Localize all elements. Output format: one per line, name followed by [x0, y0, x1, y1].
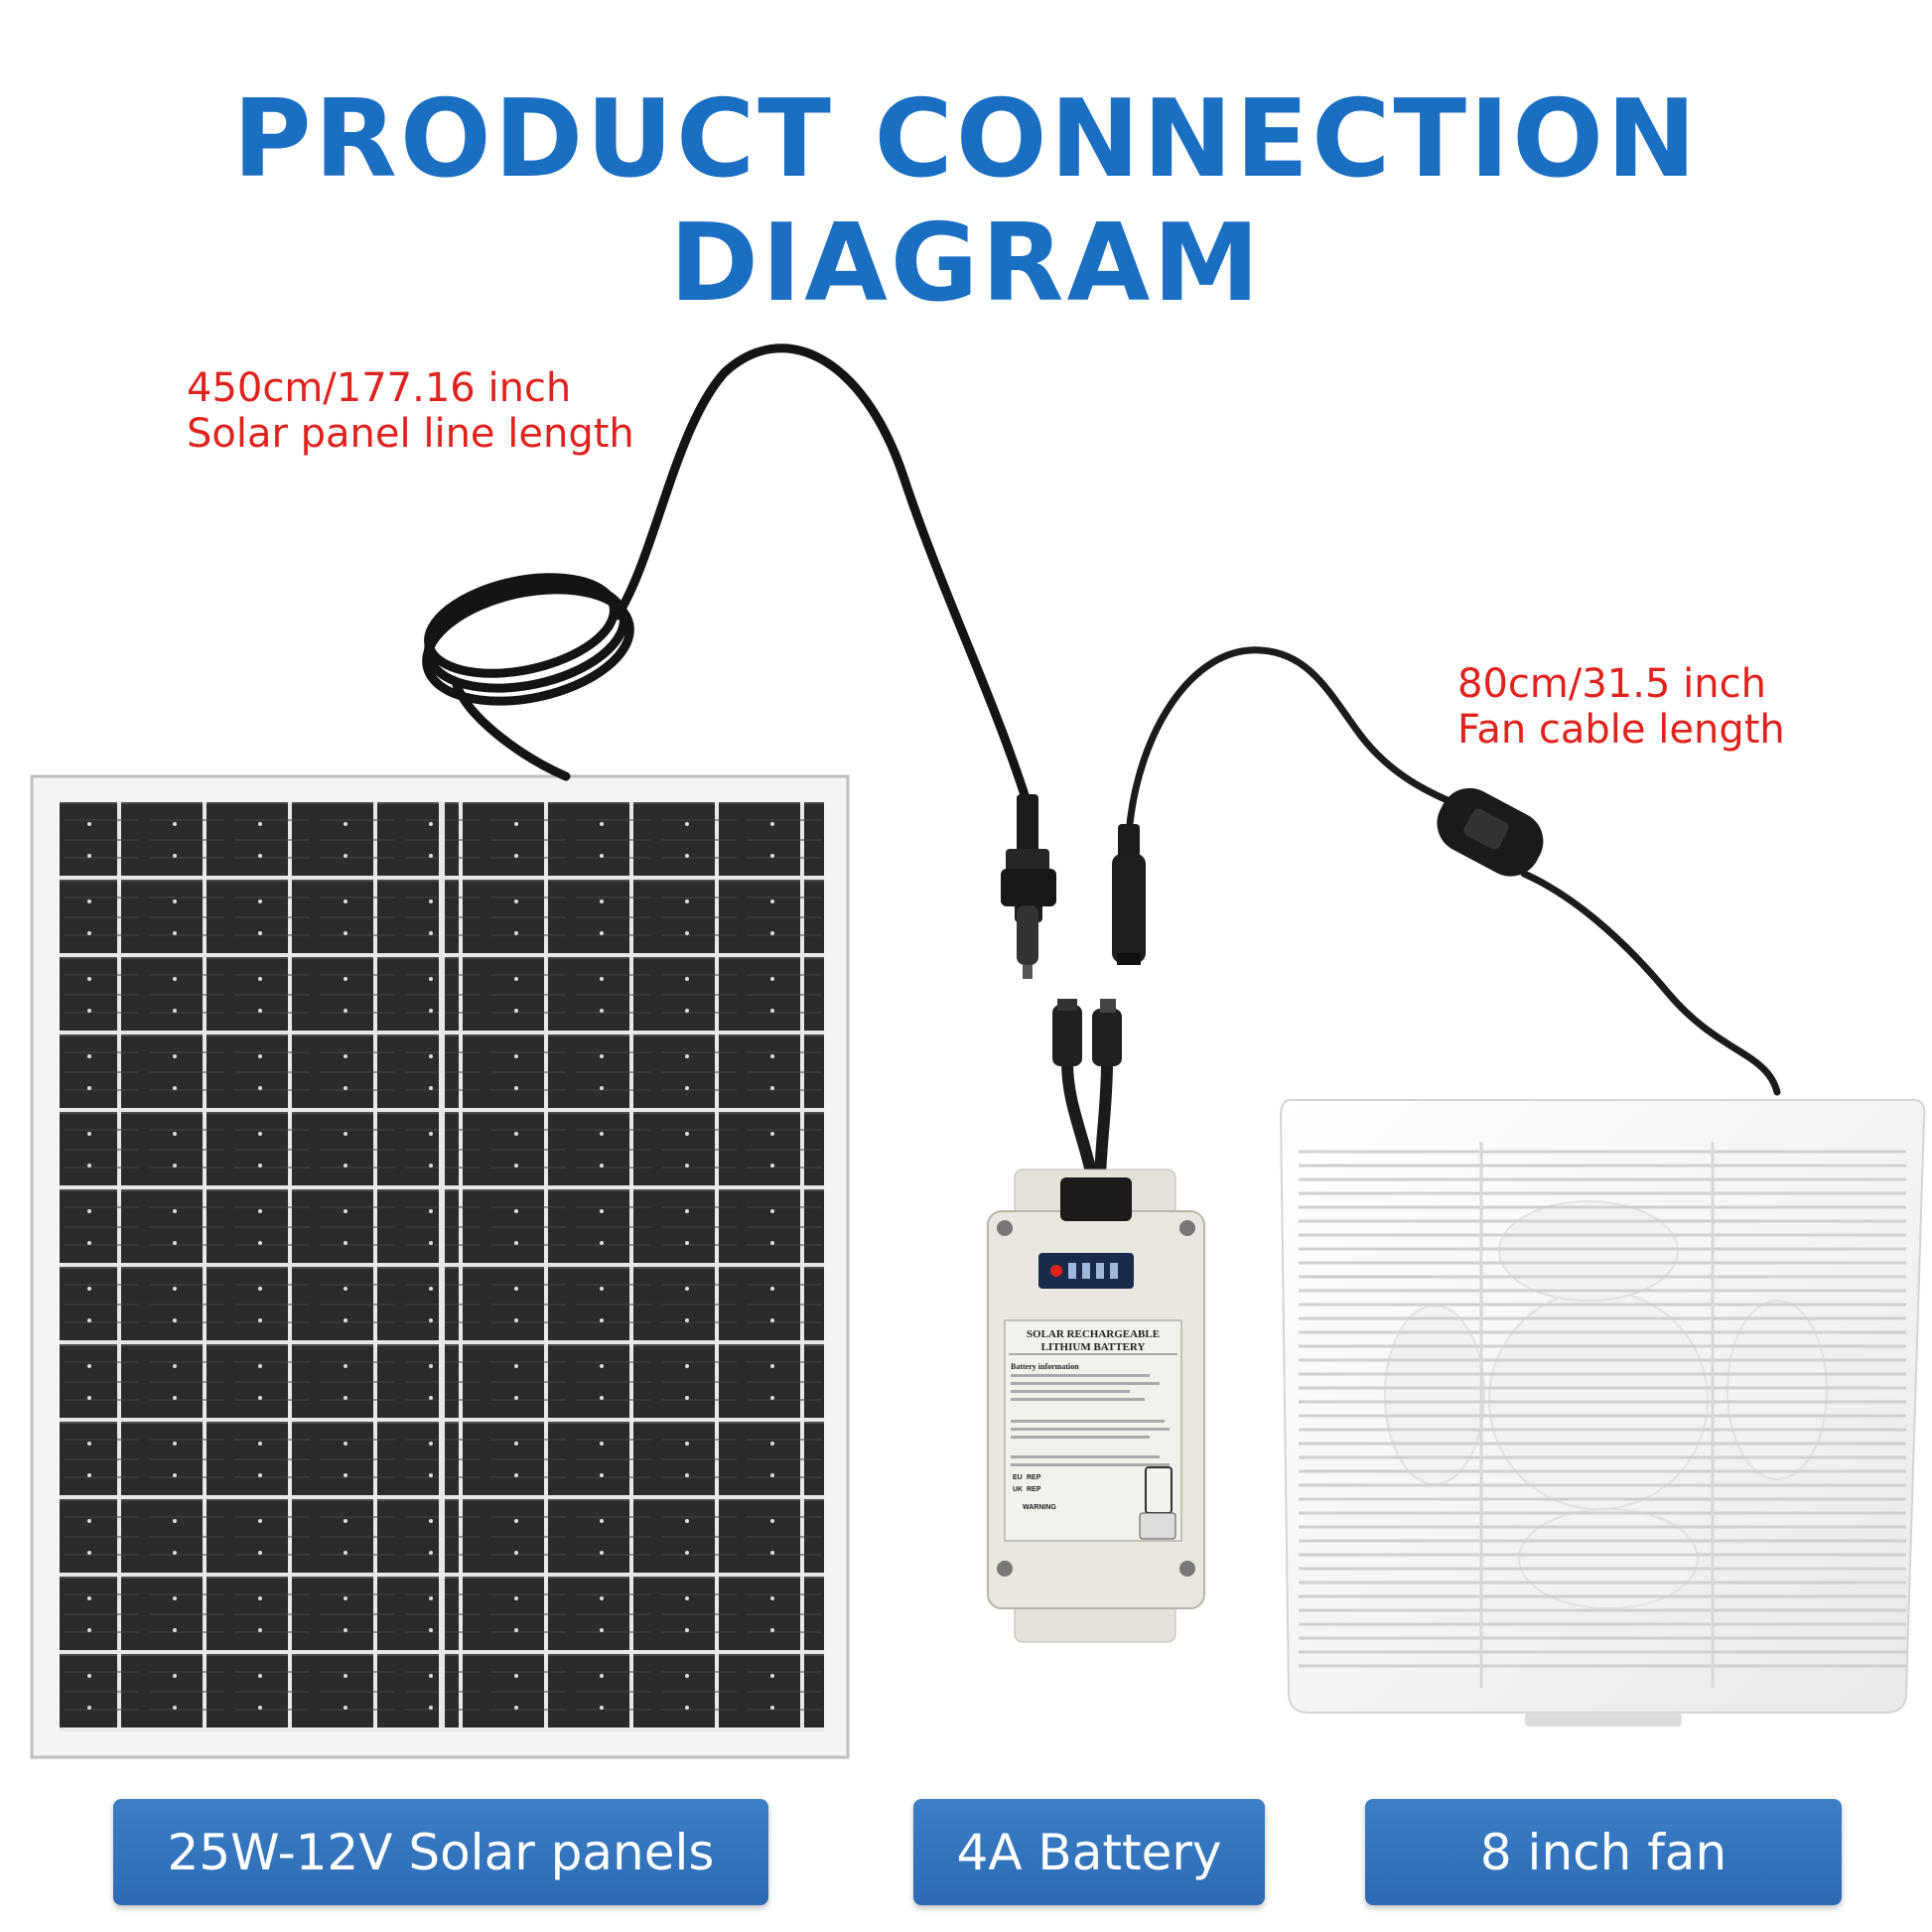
fan-grille [1299, 1150, 1906, 1668]
battery-warning: WARNING [1023, 1504, 1056, 1511]
inline-switch [1437, 787, 1544, 877]
dc-male-connector [1001, 794, 1056, 979]
battery-badge-uk: UK [1013, 1486, 1023, 1493]
fan-label: 8 inch fan [1365, 1799, 1842, 1905]
solar-panel [30, 774, 850, 1759]
solar-line-length: 450cm/177.16 inch [187, 365, 572, 411]
dc-female-connector [1112, 824, 1146, 965]
solar-line-note: 450cm/177.16 inch Solar panel line lengt… [187, 365, 634, 457]
battery-label-heading-1: SOLAR RECHARGEABLE [1027, 1328, 1160, 1340]
exhaust-fan [1279, 1099, 1926, 1726]
solar-panel-cable [422, 344, 1033, 809]
fan-cable-caption: Fan cable length [1457, 707, 1785, 753]
solar-panel-label: 25W-12V Solar panels [113, 1799, 768, 1905]
battery: SOLAR RECHARGEABLE LITHIUM BATTERY Batte… [987, 1169, 1205, 1643]
fan-cable [1125, 646, 1781, 1096]
battery-label: 4A Battery [913, 1799, 1265, 1905]
battery-badge-eu-rep: REP [1027, 1474, 1041, 1481]
battery-splitter-cable [1052, 999, 1122, 1178]
battery-badge-eu: EU [1013, 1474, 1023, 1481]
page-title: PRODUCT CONNECTION DIAGRAM [232, 77, 1700, 326]
battery-label-heading-2: LITHIUM BATTERY [1041, 1341, 1146, 1353]
solar-line-caption: Solar panel line length [187, 411, 634, 457]
fan-cable-note: 80cm/31.5 inch Fan cable length [1457, 661, 1785, 753]
battery-label-section: Battery information [1011, 1362, 1079, 1371]
fan-cable-length: 80cm/31.5 inch [1457, 661, 1766, 707]
battery-badge-uk-rep: REP [1027, 1486, 1041, 1493]
